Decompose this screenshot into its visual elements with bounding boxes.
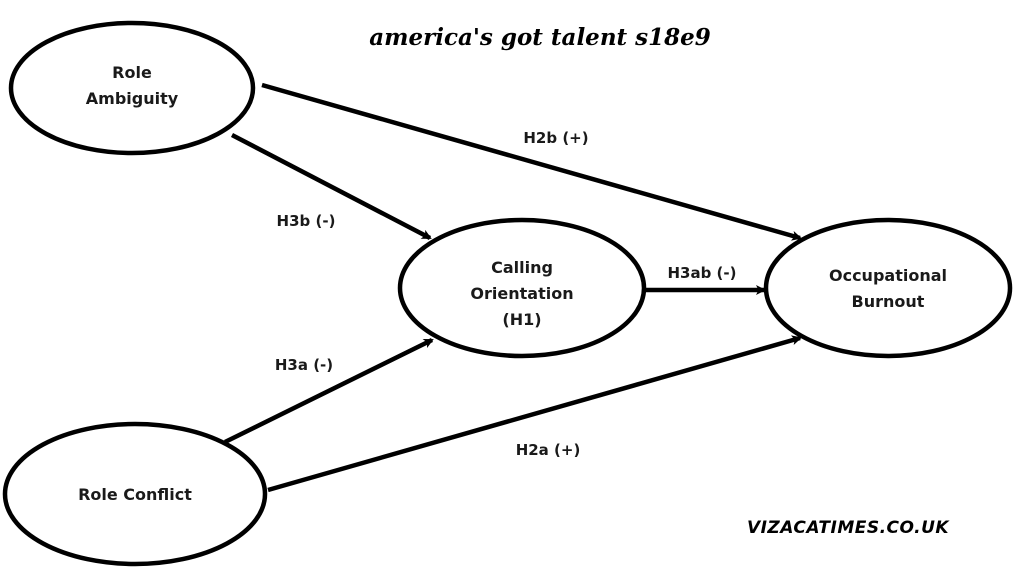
node-role-ambiguity-line-1: Role bbox=[112, 63, 152, 82]
node-occupational-burnout-line-1: Occupational bbox=[829, 266, 947, 285]
node-role-conflict: Role Conflict bbox=[2, 421, 268, 567]
edge-label-h3ab: H3ab (-) bbox=[667, 264, 736, 282]
watermark-text: VIZACATIMES.CO.UK bbox=[746, 518, 950, 538]
edge-label-h2a: H2a (+) bbox=[516, 441, 581, 459]
node-occupational-burnout: Occupational Burnout bbox=[763, 217, 1013, 359]
node-role-ambiguity-line-2: Ambiguity bbox=[86, 89, 179, 108]
node-calling-orientation-line-3: (H1) bbox=[502, 310, 541, 329]
node-calling-orientation-line-2: Orientation bbox=[470, 284, 573, 303]
node-role-ambiguity: Role Ambiguity bbox=[8, 20, 256, 156]
node-calling-orientation-line-1: Calling bbox=[491, 258, 553, 277]
edge-label-h3a: H3a (-) bbox=[275, 356, 333, 374]
page-title: america's got talent s18e9 bbox=[369, 24, 711, 51]
node-occupational-burnout-line-2: Burnout bbox=[852, 292, 925, 311]
edge-h3b-arrow bbox=[230, 133, 432, 240]
edge-h3a-arrow bbox=[224, 337, 434, 445]
edge-label-h3b: H3b (-) bbox=[277, 212, 336, 230]
node-role-conflict-line-1: Role Conflict bbox=[78, 485, 192, 504]
edge-label-h2b: H2b (+) bbox=[523, 129, 588, 147]
node-calling-orientation: Calling Orientation (H1) bbox=[397, 217, 647, 359]
edge-h2b-arrow bbox=[261, 82, 802, 241]
edge-h2a-arrow bbox=[267, 335, 802, 493]
